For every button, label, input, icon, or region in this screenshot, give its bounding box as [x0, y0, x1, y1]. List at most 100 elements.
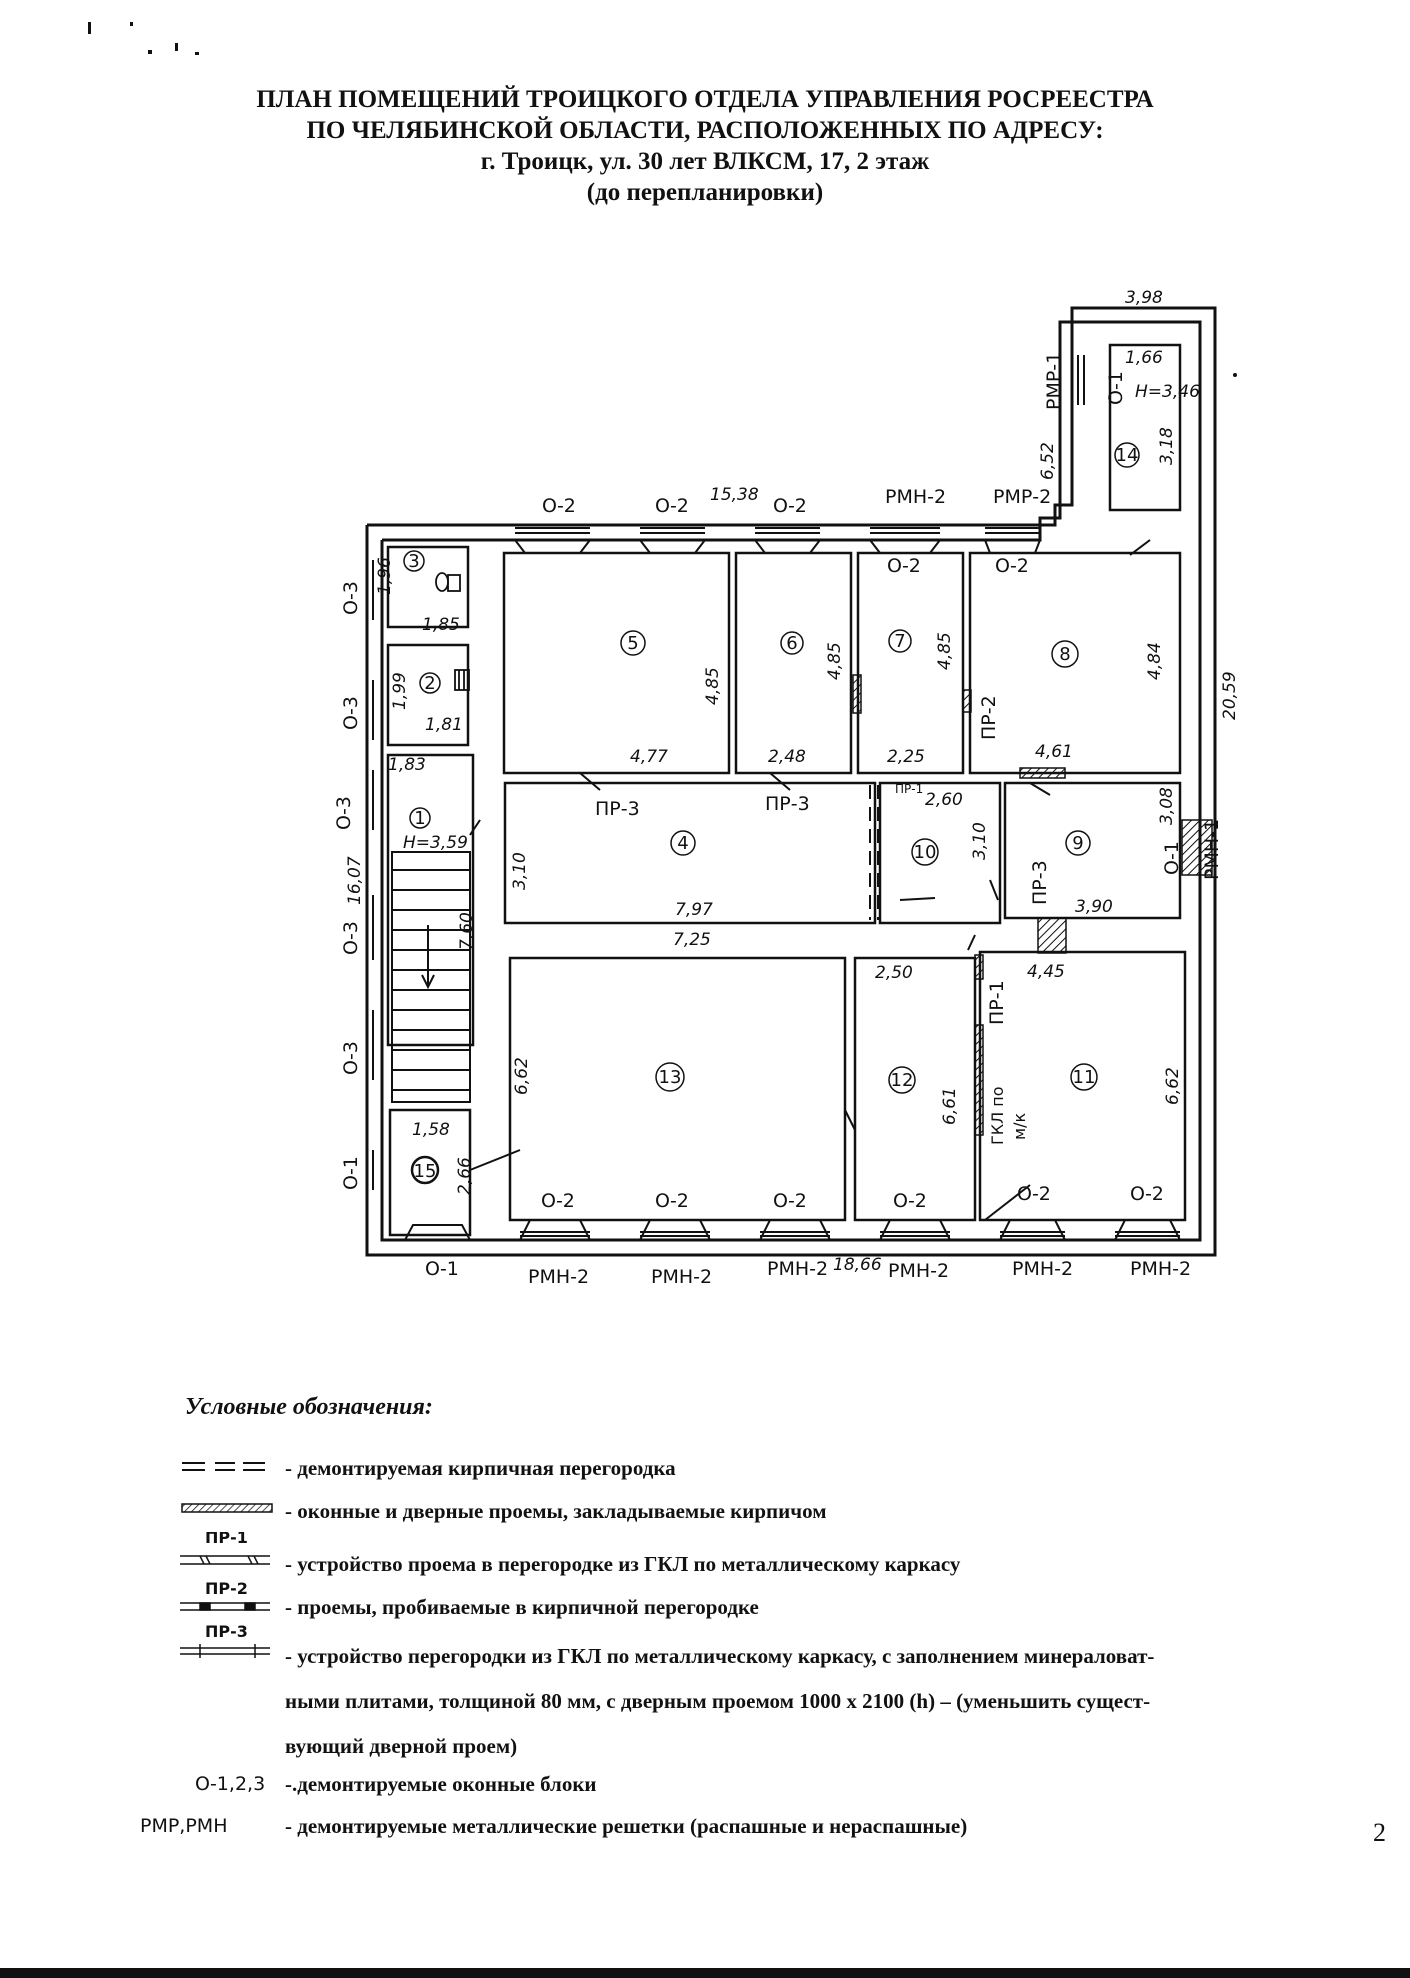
dim-r2-h: 1,99: [390, 672, 410, 710]
mark-rmn2-b3: РМН-2: [767, 1258, 828, 1280]
mark-pr2-room7: ПР-2: [978, 695, 1000, 740]
mark-mk: м/к: [1010, 1113, 1029, 1140]
right-grill: [1181, 819, 1213, 876]
title-line-4: (до перепланировки): [586, 179, 824, 206]
dim-r9-h: 3,08: [1157, 787, 1177, 825]
room-number-14: 14: [1116, 445, 1139, 466]
mark-rmn1: РМН-1: [1201, 819, 1223, 880]
dim-r12-w: 2,50: [875, 963, 913, 983]
mark-o3-3: О-3: [333, 796, 355, 830]
mark-o2-room8: О-2: [995, 555, 1029, 577]
dim-r8-h: 4,84: [1145, 642, 1165, 680]
mark-o2-b4: О-2: [893, 1190, 927, 1212]
mark-o1-bottom: О-1: [425, 1258, 459, 1280]
room-outlines: [386, 343, 1187, 1237]
page-number: 2: [1373, 1818, 1386, 1847]
legend-text-1: - демонтируемая кирпичная перегородка: [285, 1456, 676, 1480]
mark-o2-room7: О-2: [887, 555, 921, 577]
dim-r3-h: 1,96: [375, 557, 395, 595]
rmr-rmn-symbol: РМР,РМН: [140, 1815, 228, 1837]
room-number-9: 9: [1072, 833, 1083, 854]
mark-rmr1: РМР-1: [1043, 352, 1065, 410]
room-number-5: 5: [627, 633, 638, 654]
pr3-symbol-label: ПР-3: [205, 1622, 248, 1641]
dim-r15-w: 1,58: [412, 1120, 450, 1140]
pr2-symbol-icon: ПР-2: [180, 1579, 270, 1611]
dim-r11-h: 6,62: [1163, 1067, 1183, 1105]
dim-r4-w: 7,97: [675, 900, 713, 920]
mark-rmn2-b5: РМН-2: [1012, 1258, 1073, 1280]
pr2-symbol-label: ПР-2: [205, 1579, 248, 1598]
dim-bottom-total: 18,66: [833, 1255, 882, 1275]
mark-pr1-small: ПР-1: [895, 782, 923, 796]
legend-text-4: - проемы, пробиваемые в кирпичной перего…: [285, 1595, 759, 1619]
doors: [469, 539, 1151, 1221]
dim-r8-w: 4,61: [1035, 742, 1073, 762]
o123-symbol: О-1,2,3: [195, 1773, 266, 1795]
mark-o2-b1: О-2: [541, 1190, 575, 1212]
dim-r13-w: 7,25: [673, 930, 711, 950]
room-number-8: 8: [1059, 644, 1070, 665]
element-marks: О-2 О-2 О-2 РМН-2 РМР-2 О-2 О-2 РМР-1 О-…: [333, 352, 1223, 1288]
room-number-10: 10: [914, 842, 937, 863]
room-number-6: 6: [786, 633, 797, 654]
dim-r4-h: 3,10: [510, 852, 530, 890]
dim-r5-w: 4,77: [630, 747, 668, 767]
outer-walls: [365, 306, 1217, 1257]
dim-ext-h: 6,52: [1038, 442, 1058, 480]
dim-top-total: 15,38: [710, 485, 759, 505]
scan-specks: [88, 22, 1237, 377]
mark-o2-b2: О-2: [655, 1190, 689, 1212]
mark-o2-1: О-2: [542, 495, 576, 517]
mark-rmn2-b2: РМН-2: [651, 1266, 712, 1288]
dim-r6-h: 4,85: [825, 642, 845, 680]
mark-o3-5: О-3: [340, 1041, 362, 1075]
room-numbers: 3 2 1 4 5 6 7 8 9 10 11 12 13 14 15: [403, 442, 1140, 1185]
mark-o1-room9: О-1: [1161, 841, 1183, 875]
legend-text-5: - устройство перегородки из ГКЛ по метал…: [285, 1644, 1155, 1668]
dim-r10-h: 3,10: [970, 822, 990, 860]
floor-plan: 3 2 1 4 5 6 7 8 9 10 11 12 13 14 15 1,96…: [88, 22, 1240, 1288]
dim-r7-w: 2,25: [887, 747, 925, 767]
bricked-openings: [852, 674, 1067, 1136]
fixtures: [435, 572, 470, 691]
dim-r13-h: 6,62: [512, 1057, 532, 1095]
mark-gkl: ГКЛ по: [988, 1087, 1007, 1145]
mark-rmn2-b4: РМН-2: [888, 1260, 949, 1282]
dim-r6-w: 2,48: [768, 747, 806, 767]
dim-r11-w: 4,45: [1027, 962, 1065, 982]
dimension-labels: 1,96 1,85 1,99 1,81 1,83 Н=3,59 7,60 3,1…: [345, 288, 1240, 1275]
mark-o2-b5: О-2: [1017, 1183, 1051, 1205]
dim-r14-h: 3,18: [1157, 427, 1177, 465]
dim-r2-bottom: 1,81: [425, 715, 463, 735]
dim-stair: 7,60: [457, 912, 477, 950]
room-number-4: 4: [677, 833, 688, 854]
legend-text-2: - оконные и дверные проемы, закладываемы…: [285, 1499, 827, 1523]
room-number-3: 3: [408, 551, 419, 572]
room-number-2: 2: [424, 673, 435, 694]
dim-r2-top: 1,85: [422, 615, 460, 635]
legend-text-3: - устройство проема в перегородке из ГКЛ…: [285, 1552, 961, 1576]
dim-r9-w: 3,90: [1075, 897, 1113, 917]
dim-r14-height: Н=3,46: [1135, 382, 1200, 402]
mark-o1-left: О-1: [340, 1156, 362, 1190]
hatched-bar-icon: [181, 1503, 273, 1513]
room-number-11: 11: [1073, 1067, 1096, 1088]
legend-title: Условные обозначения:: [185, 1394, 433, 1420]
legend-text-7: вующий дверной проем): [285, 1734, 518, 1758]
mark-o3-4: О-3: [340, 921, 362, 955]
legend-text-6: ными плитами, толщиной 80 мм, с дверным …: [285, 1689, 1151, 1713]
legend-text-8: -.демонтируемые оконные блоки: [285, 1772, 597, 1796]
dim-r1-top: 1,83: [388, 755, 426, 775]
mark-rmn2-top: РМН-2: [885, 486, 946, 508]
mark-o2-b6: О-2: [1130, 1183, 1164, 1205]
mark-rmr2: РМР-2: [993, 486, 1051, 508]
dim-r12-h: 6,61: [940, 1087, 960, 1125]
room-number-7: 7: [894, 631, 905, 652]
scan-border: [0, 1968, 1410, 1978]
room-number-15: 15: [414, 1161, 437, 1182]
title-line-1: ПЛАН ПОМЕЩЕНИЙ ТРОИЦКОГО ОТДЕЛА УПРАВЛЕН…: [256, 86, 1154, 113]
dim-r7-h: 4,85: [935, 632, 955, 670]
room-number-1: 1: [414, 808, 425, 829]
mark-o2-3: О-2: [773, 495, 807, 517]
